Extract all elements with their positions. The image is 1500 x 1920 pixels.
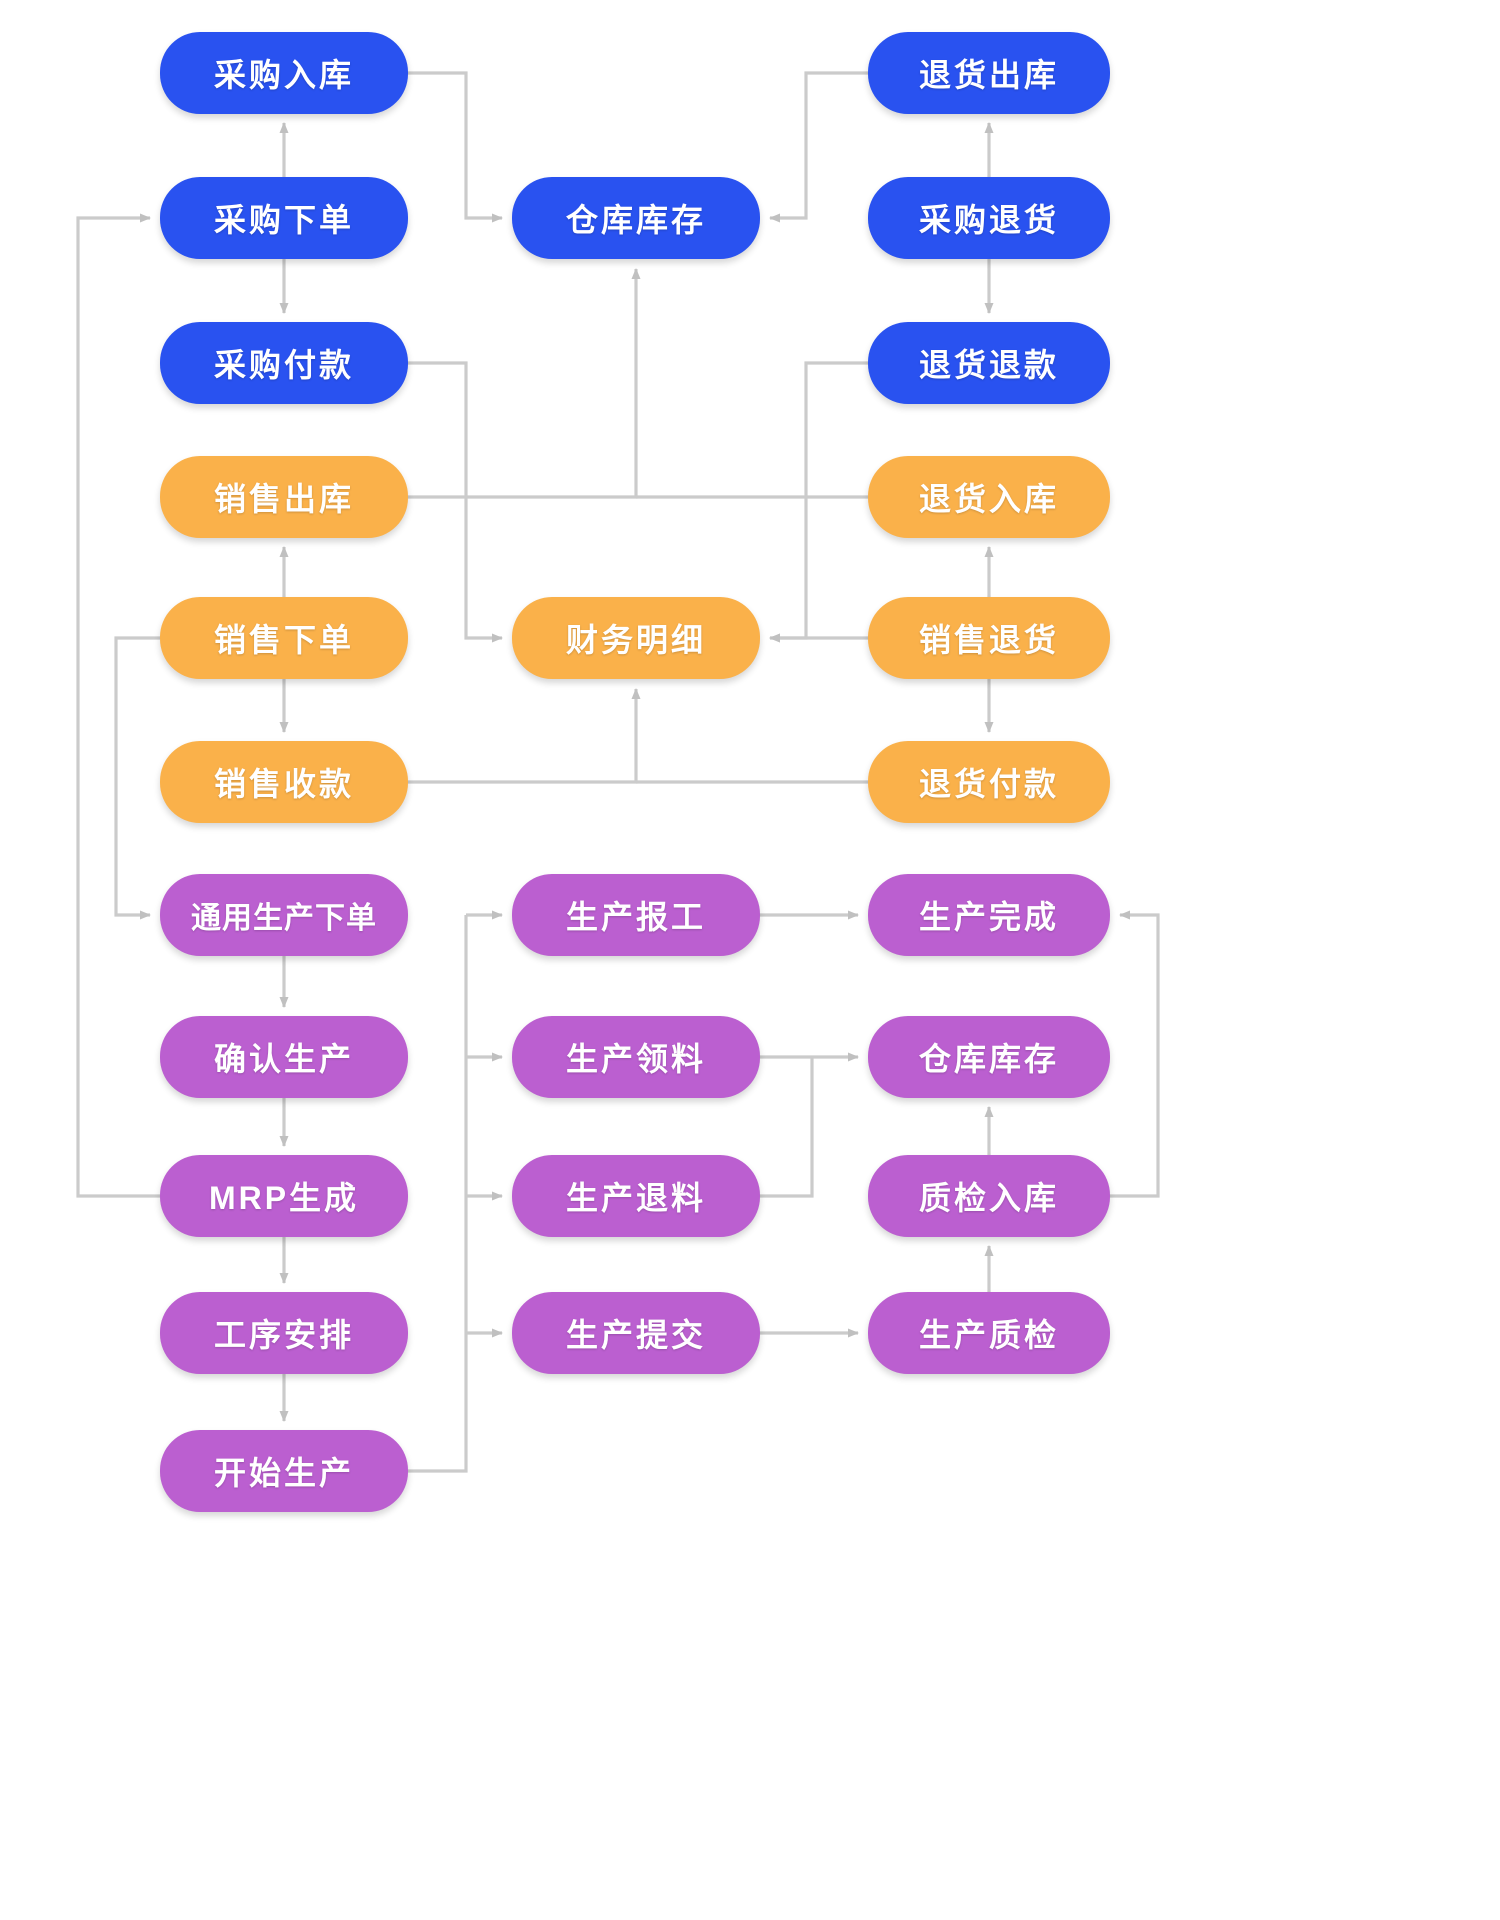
node-n7[interactable]: 退货退款 bbox=[868, 322, 1110, 404]
node-n23[interactable]: 质检入库 bbox=[868, 1155, 1110, 1237]
edge-n7-n11 bbox=[769, 361, 868, 643]
node-n17[interactable]: 生产完成 bbox=[868, 874, 1110, 956]
node-n9[interactable]: 退货入库 bbox=[868, 456, 1110, 538]
node-n3[interactable]: 采购下单 bbox=[160, 177, 408, 259]
node-n12[interactable]: 销售退货 bbox=[868, 597, 1110, 679]
node-n16[interactable]: 生产报工 bbox=[512, 874, 760, 956]
node-n14[interactable]: 退货付款 bbox=[868, 741, 1110, 823]
node-n13[interactable]: 销售收款 bbox=[160, 741, 408, 823]
edge-n13-n11 bbox=[408, 688, 641, 784]
edge-n1-n4 bbox=[408, 71, 503, 223]
edge-n21-n3 bbox=[76, 213, 160, 1198]
node-n24[interactable]: 工序安排 bbox=[160, 1292, 408, 1374]
node-n21[interactable]: MRP生成 bbox=[160, 1155, 408, 1237]
node-n22[interactable]: 生产退料 bbox=[512, 1155, 760, 1237]
node-n5[interactable]: 采购退货 bbox=[868, 177, 1110, 259]
node-n1[interactable]: 采购入库 bbox=[160, 32, 408, 114]
node-n18[interactable]: 确认生产 bbox=[160, 1016, 408, 1098]
node-n26[interactable]: 生产质检 bbox=[868, 1292, 1110, 1374]
edge-n6-n11 bbox=[408, 361, 503, 643]
edge-n10-n15 bbox=[114, 636, 160, 920]
node-n15[interactable]: 通用生产下单 bbox=[160, 874, 408, 956]
node-n10[interactable]: 销售下单 bbox=[160, 597, 408, 679]
node-n20[interactable]: 仓库库存 bbox=[868, 1016, 1110, 1098]
edge-n8-n4 bbox=[408, 268, 641, 499]
node-n2[interactable]: 退货出库 bbox=[868, 32, 1110, 114]
node-n11[interactable]: 财务明细 bbox=[512, 597, 760, 679]
edge-n27-rail bbox=[408, 915, 468, 1473]
edge-n23-n17 bbox=[1110, 910, 1160, 1198]
node-n8[interactable]: 销售出库 bbox=[160, 456, 408, 538]
node-n19[interactable]: 生产领料 bbox=[512, 1016, 760, 1098]
node-n25[interactable]: 生产提交 bbox=[512, 1292, 760, 1374]
node-n6[interactable]: 采购付款 bbox=[160, 322, 408, 404]
node-n4[interactable]: 仓库库存 bbox=[512, 177, 760, 259]
edge-n2-n4 bbox=[769, 71, 868, 223]
node-n27[interactable]: 开始生产 bbox=[160, 1430, 408, 1512]
edge-n22-n20 bbox=[760, 1057, 814, 1198]
